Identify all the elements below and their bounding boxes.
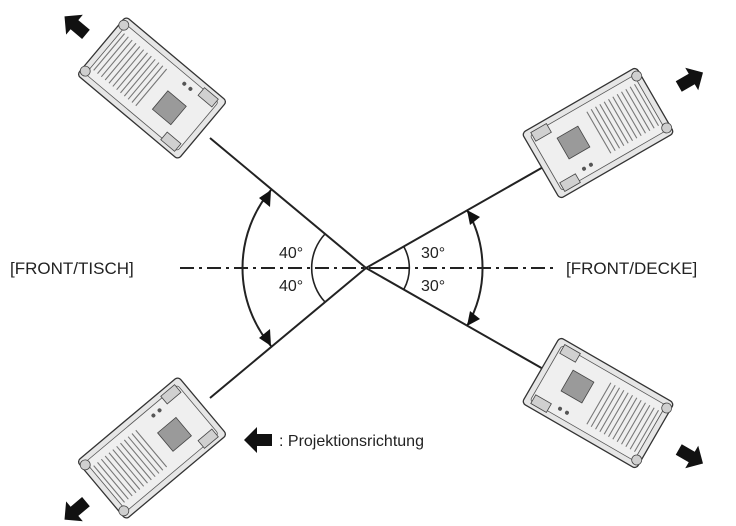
legend-text: : Projektionsrichtung: [279, 433, 424, 450]
angle-arc-left-inner: [310, 233, 326, 303]
tisch-projection-line: [209, 267, 367, 399]
angle-arc-arrowhead: [467, 210, 480, 225]
front-decke-label: [FRONT/DECKE]: [566, 259, 697, 278]
angle-label-left-upper: 40°: [279, 245, 303, 262]
legend-arrow-icon: [244, 427, 272, 453]
angle-arc-arrowhead: [259, 190, 271, 207]
projector-top-right: [521, 65, 676, 200]
angle-label-right-upper: 30°: [421, 245, 445, 262]
decke-projection-line: [365, 165, 546, 269]
tisch-projection-line: [209, 137, 367, 269]
projection-direction-arrow-icon: [672, 438, 710, 475]
angle-label-right-lower: 30°: [421, 278, 445, 295]
projector-bottom-right: [521, 336, 676, 471]
angle-label-left-lower: 40°: [279, 278, 303, 295]
angle-arc-left-outer: [241, 189, 272, 347]
projection-direction-arrow-icon: [672, 61, 710, 98]
angle-arc-right-outer: [466, 209, 484, 327]
projector-bottom-left: [75, 375, 228, 521]
projector-top-left: [75, 15, 228, 161]
angle-arc-arrowhead: [467, 311, 480, 326]
angle-arc-arrowhead: [259, 329, 271, 346]
projection-direction-arrow-icon: [56, 491, 95, 526]
projection-direction-arrow-icon: [56, 6, 95, 45]
decke-projection-line: [365, 267, 546, 371]
angle-arc-right-inner: [403, 246, 411, 290]
front-tisch-label: [FRONT/TISCH]: [10, 259, 134, 278]
